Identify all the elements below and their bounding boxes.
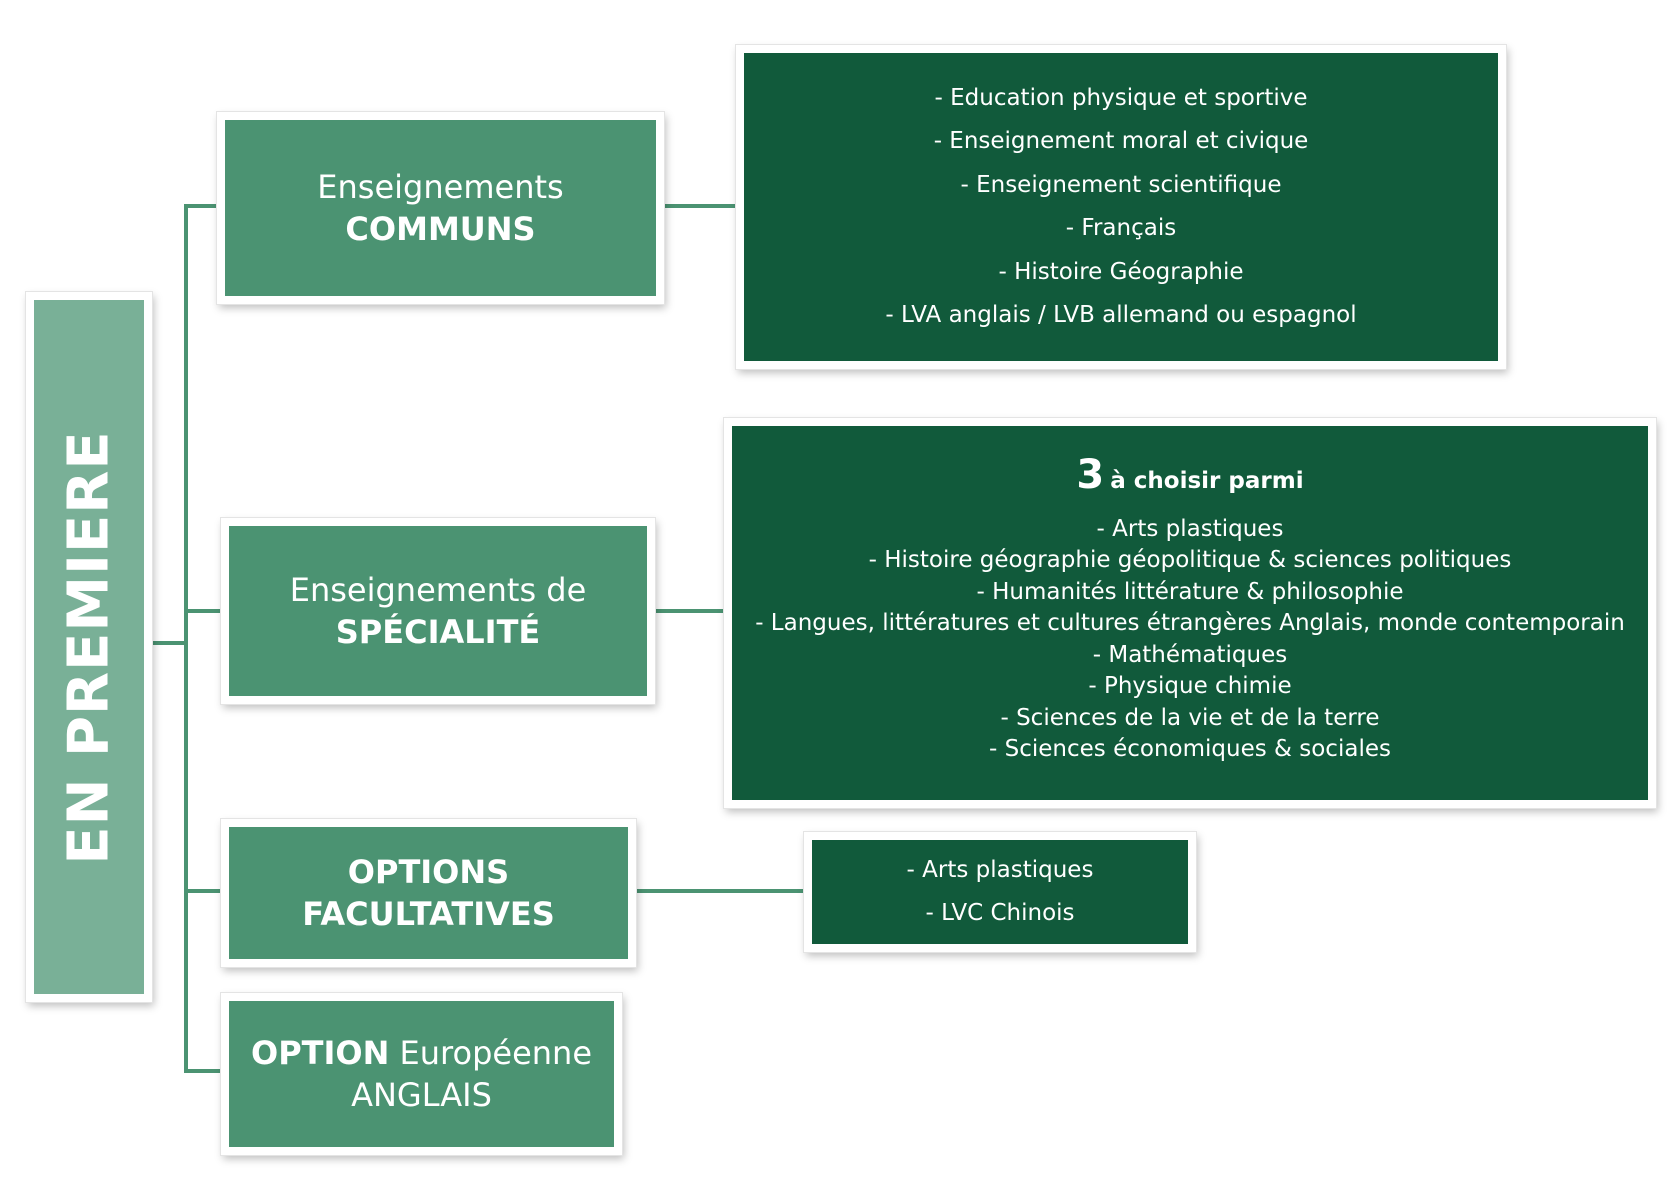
category-specialite: Enseignements de SPÉCIALITÉ bbox=[221, 518, 655, 704]
list-item: - Histoire Géographie bbox=[998, 258, 1244, 285]
category-options: OPTIONS FACULTATIVES bbox=[221, 819, 636, 967]
options-title-line1: OPTIONS bbox=[347, 853, 510, 891]
root-label: EN PREMIERE bbox=[56, 429, 122, 865]
list-item: - Sciences économiques & sociales bbox=[989, 736, 1391, 763]
list-item: - Arts plastiques bbox=[1096, 515, 1284, 542]
list-item: - Enseignement moral et civique bbox=[933, 128, 1309, 154]
category-europeenne: OPTION Européenne ANGLAIS bbox=[221, 993, 622, 1155]
detail-options: - Arts plastiques - LVC Chinois bbox=[804, 832, 1196, 952]
list-item: - Arts plastiques bbox=[906, 856, 1094, 883]
list-item: - Humanités littérature & philosophie bbox=[976, 578, 1404, 605]
list-item: - LVC Chinois bbox=[925, 900, 1075, 926]
category-communs: Enseignements COMMUNS bbox=[217, 112, 664, 304]
list-item: - Physique chimie bbox=[1088, 673, 1292, 700]
specialite-title-line2: SPÉCIALITÉ bbox=[335, 613, 541, 651]
communs-title-line1: Enseignements bbox=[317, 168, 564, 206]
list-item: - Enseignement scientifique bbox=[960, 171, 1282, 198]
europeenne-title-line2: ANGLAIS bbox=[351, 1076, 492, 1114]
list-item: - Histoire géographie géopolitique & sci… bbox=[868, 547, 1512, 574]
europeenne-title-rest: Européenne bbox=[399, 1034, 592, 1072]
list-item: - Mathématiques bbox=[1092, 641, 1288, 668]
europeenne-title-bold: OPTION bbox=[250, 1034, 390, 1072]
root-box: EN PREMIERE bbox=[26, 292, 152, 1002]
choose-text: à choisir parmi bbox=[1110, 468, 1304, 495]
list-item: - Langues, littératures et cultures étra… bbox=[755, 610, 1625, 637]
options-title-line2: FACULTATIVES bbox=[302, 895, 555, 933]
list-item: - Education physique et sportive bbox=[934, 84, 1308, 111]
list-item: - LVA anglais / LVB allemand ou espagnol bbox=[885, 302, 1357, 328]
europeenne-title-line1: OPTION Européenne bbox=[251, 1032, 592, 1074]
communs-title-line2: COMMUNS bbox=[345, 210, 536, 248]
detail-communs: - Education physique et sportive - Ensei… bbox=[736, 45, 1506, 369]
list-item: - Sciences de la vie et de la terre bbox=[1000, 704, 1380, 731]
list-item: - Français bbox=[1065, 215, 1177, 241]
choose-number: 3 bbox=[1076, 452, 1105, 499]
specialite-title-line1: Enseignements de bbox=[289, 571, 587, 609]
